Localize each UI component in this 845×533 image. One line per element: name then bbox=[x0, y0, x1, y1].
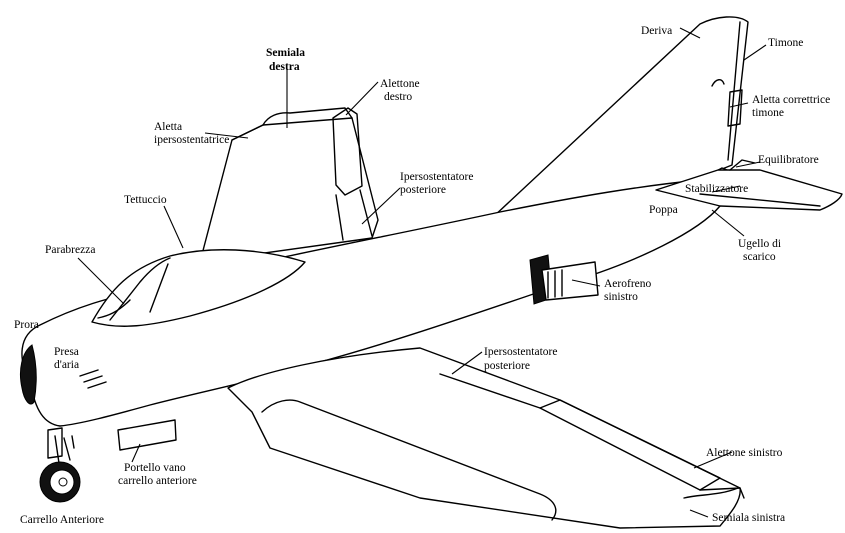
label-semiala-destra-line1: Semiala bbox=[266, 47, 305, 59]
label-portello-line1: Portello vano bbox=[124, 462, 186, 474]
right-wing bbox=[200, 108, 378, 262]
label-stabilizzatore: Stabilizzatore bbox=[685, 183, 748, 195]
label-semiala-sinistra: Semiala sinistra bbox=[712, 512, 785, 524]
label-aletta-corr-line2: timone bbox=[752, 107, 784, 119]
label-aletta-iper-line2: ipersostentatrice bbox=[154, 134, 229, 146]
label-aletta-corr-line1: Aletta correttrice bbox=[752, 94, 830, 106]
label-ipersost-post-sx-line1: Ipersostentatore bbox=[484, 346, 557, 358]
label-presa-aria-line2: d'aria bbox=[54, 359, 79, 371]
left-wing bbox=[228, 348, 744, 528]
label-ipersost-post-dx-line1: Ipersostentatore bbox=[400, 171, 473, 183]
label-carrello-anteriore: Carrello Anteriore bbox=[20, 514, 104, 526]
label-alettone-destro-line1: Alettone bbox=[380, 78, 420, 90]
label-ipersost-post-dx-line2: posteriore bbox=[400, 184, 446, 196]
nose-landing-gear bbox=[40, 428, 80, 502]
label-alettone-sinistro: Alettone sinistro bbox=[706, 447, 783, 459]
label-presa-aria-line1: Presa bbox=[54, 346, 79, 358]
label-aletta-iper-line1: Aletta bbox=[154, 121, 182, 133]
label-portello-line2: carrello anteriore bbox=[118, 475, 197, 487]
label-semiala-destra-line2: destra bbox=[269, 61, 300, 73]
label-aerofreno-line2: sinistro bbox=[604, 291, 638, 303]
label-alettone-destro-line2: destro bbox=[384, 91, 412, 103]
label-equilibratore: Equilibratore bbox=[758, 154, 819, 166]
label-timone: Timone bbox=[768, 37, 803, 49]
label-ugello-line1: Ugello di bbox=[738, 238, 781, 250]
nose-gear-door bbox=[118, 420, 176, 450]
label-poppa: Poppa bbox=[649, 204, 678, 216]
label-tettuccio: Tettuccio bbox=[124, 194, 167, 206]
label-parabrezza: Parabrezza bbox=[45, 244, 95, 256]
label-deriva: Deriva bbox=[641, 25, 672, 37]
label-ipersost-post-sx-line2: posteriore bbox=[484, 360, 530, 372]
label-ugello-line2: scarico bbox=[743, 251, 776, 263]
label-prora: Prora bbox=[14, 319, 39, 331]
label-aerofreno-line1: Aerofreno bbox=[604, 278, 652, 290]
